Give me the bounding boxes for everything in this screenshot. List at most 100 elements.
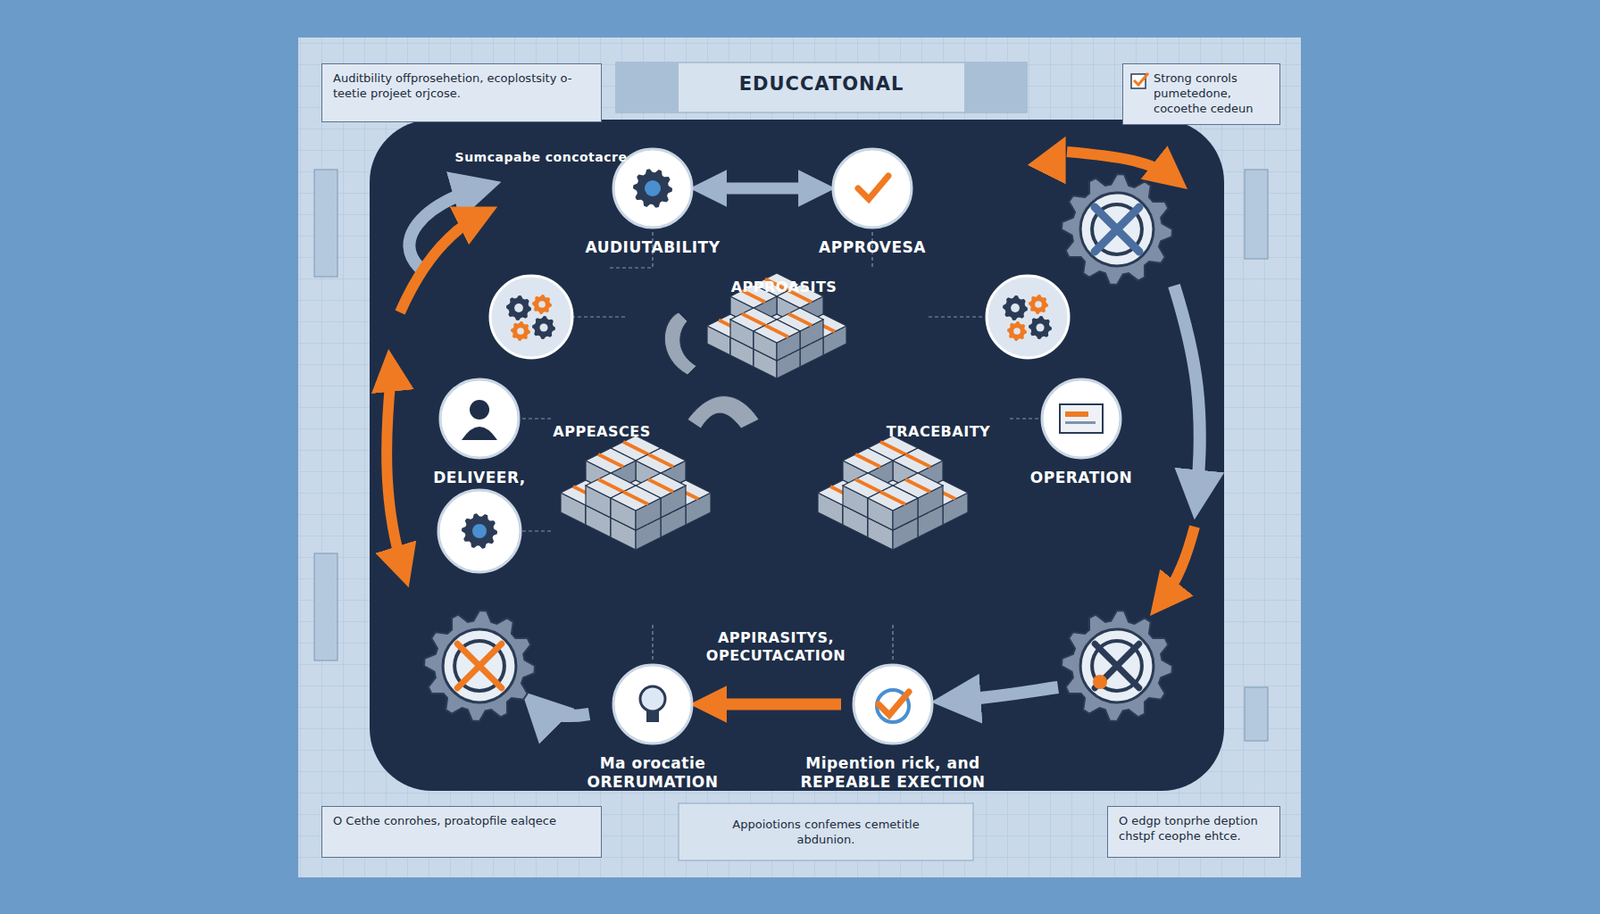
leader-line [571, 316, 625, 317]
box-tape [598, 454, 624, 467]
header-side [616, 62, 679, 113]
small-gear [1028, 294, 1049, 315]
box-top [635, 448, 686, 474]
icon [876, 690, 909, 723]
note-text: Strong conrols pumetedone, cocoethe cede… [1153, 71, 1269, 117]
dark-panel [369, 119, 1225, 792]
loop-arrow [1160, 526, 1195, 603]
diagram-title: EDUCCATONAL [678, 73, 965, 95]
step-label: OPERATION [1014, 468, 1149, 488]
side-ruler [1244, 169, 1268, 259]
note-text: O edgp tonprhe deption chstpf ceophe eht… [1118, 814, 1269, 845]
icon [633, 168, 673, 208]
box-top [753, 319, 800, 343]
footer-band [678, 803, 974, 861]
wrench-icon [1094, 207, 1140, 252]
note-text: Auditbility offprosehetion, ecoplostsity… [333, 71, 591, 102]
loop-arrow [400, 214, 483, 313]
checkbox-icon [1130, 71, 1150, 92]
bulb-base [646, 711, 659, 723]
small-gear [1002, 295, 1028, 321]
arrow-tail [390, 366, 392, 375]
flow-arrow [704, 183, 821, 195]
box-tape [741, 314, 766, 326]
step-label: AUDIUTABILITY [554, 238, 751, 258]
circle-shape [585, 663, 720, 746]
box-top [842, 448, 893, 474]
note-box: O Cethe conrohes, proatopfile ealqece [321, 806, 602, 859]
note-box: Auditbility offprosehetion, ecoplostsity… [321, 63, 602, 123]
loop-arrow [1174, 285, 1200, 500]
illustration-parts [386, 151, 1200, 722]
note-box: Appoiotions confemes cemetitle abdunion. [705, 810, 947, 858]
box-tape [648, 479, 674, 492]
box-tape [598, 479, 624, 492]
gear-hub [644, 180, 661, 197]
box-tape [623, 491, 649, 505]
loop-arrow [535, 705, 590, 717]
side-ruler [1244, 687, 1268, 742]
conveyor [664, 312, 697, 375]
section-label: APPIRASITYS, OPECUTACATION [686, 629, 866, 666]
step-circle: OPERATION [1014, 377, 1149, 488]
gear-hub [538, 300, 546, 309]
icon [640, 686, 666, 723]
box-top [867, 485, 918, 511]
step-label: Mipention rick, and REPEABLE EXECTION [794, 754, 992, 793]
circle-outline [833, 149, 912, 228]
circle-shape [794, 663, 992, 746]
doc-icon [1059, 404, 1103, 434]
small-gear [1028, 316, 1052, 340]
box-tape [880, 441, 906, 455]
note-text: Appoiotions confemes cemetitle abdunion. [716, 817, 936, 849]
small-gear [506, 295, 532, 321]
header-side [964, 62, 1027, 113]
arrow-tail [1049, 151, 1059, 170]
cross-tools [457, 643, 502, 689]
step-circle: DELIVEER, [412, 377, 547, 488]
box-tape [855, 479, 881, 492]
section-label: TRACEBAITY [886, 423, 991, 442]
gear-hub [516, 327, 525, 335]
icon [858, 175, 889, 200]
ring [876, 690, 909, 723]
circle-shape [783, 147, 962, 230]
gear-icon [1061, 174, 1173, 285]
section-label: APPROASITS [731, 278, 838, 297]
step-circle: Ma orocatie ORERUMATION [585, 663, 720, 793]
gear-ring [1091, 641, 1142, 692]
box-tape [788, 314, 812, 326]
leader-line [522, 530, 554, 532]
note-box: O edgp tonprhe deption chstpf ceophe eht… [1107, 806, 1281, 859]
box-tape [765, 325, 789, 338]
gear-hub [472, 524, 487, 539]
side-ruler [314, 169, 338, 277]
page-panel [298, 37, 1301, 878]
box-top [892, 448, 943, 474]
icon [461, 400, 498, 441]
check-icon [858, 175, 889, 200]
handle-dot [1092, 675, 1108, 690]
step-circle: APPROVESA [783, 147, 962, 258]
conveyor [687, 396, 759, 429]
gear-hub [1034, 300, 1042, 309]
box-tape [648, 454, 674, 467]
box-top [585, 448, 636, 474]
loop-arrow [408, 187, 483, 268]
gear-hub [1010, 303, 1020, 313]
flow-arrow [704, 699, 842, 711]
section-label: APPEASCES [552, 423, 650, 442]
step-label: Ma orocatie ORERUMATION [585, 754, 720, 793]
gear-ring [454, 641, 505, 692]
small-gear [510, 321, 531, 342]
circle-shape [412, 377, 547, 460]
circle-outline [613, 665, 692, 744]
icon [1059, 404, 1103, 434]
doc-line [1065, 411, 1089, 417]
step-circle: Mipention rick, and REPEABLE EXECTION [794, 663, 992, 793]
bulb-icon [640, 686, 666, 712]
gear-face [1080, 192, 1154, 267]
gear-hub [514, 303, 524, 313]
gear-icon [1061, 610, 1173, 722]
person-head [469, 400, 490, 420]
